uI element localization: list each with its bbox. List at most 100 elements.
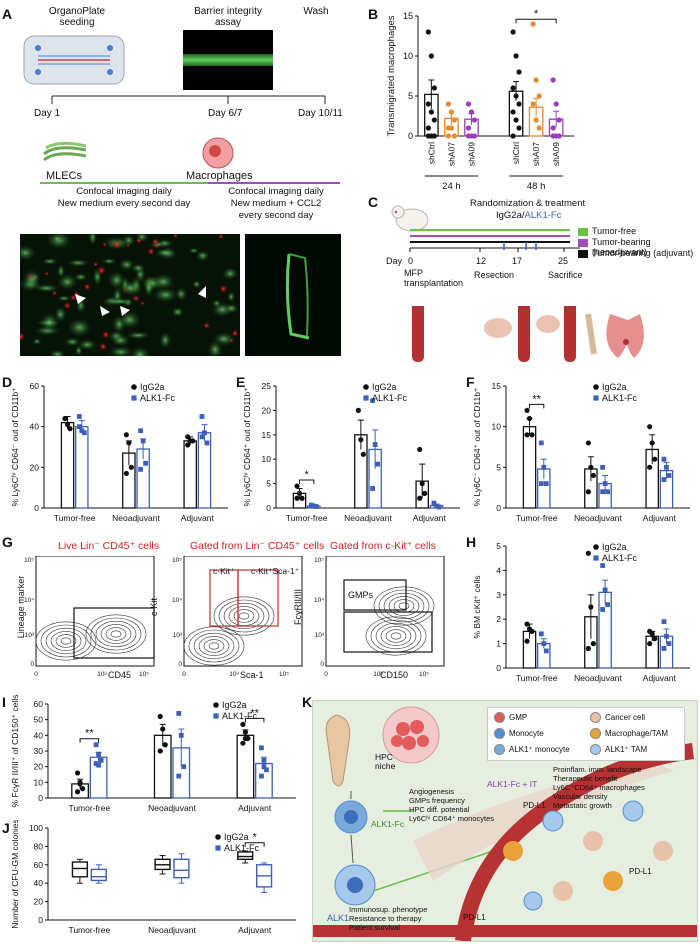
macrophage-icon <box>202 137 234 169</box>
axis-tick-label: 10⁵ <box>279 671 289 678</box>
axis-tick-label: 10³ <box>25 632 35 639</box>
y-tick-label: 20 <box>34 897 44 907</box>
contour-line <box>105 627 127 641</box>
significance-label: ** <box>85 728 94 740</box>
data-point <box>538 631 544 637</box>
y-tick-label: 60 <box>34 860 44 870</box>
g-xlabel-1: CD45 <box>108 670 132 680</box>
data-point <box>536 125 542 131</box>
data-point <box>513 53 519 59</box>
data-point <box>605 602 611 607</box>
y-tick-label: 80 <box>34 841 44 851</box>
axis-tick-label: 0 <box>178 661 182 668</box>
data-point <box>448 109 455 115</box>
y-tick-label: 20 <box>34 762 44 772</box>
data-point <box>434 503 439 509</box>
data-point <box>422 490 428 496</box>
data-point <box>242 729 248 735</box>
y-axis-label: % Ly6Cʰⁱ CD64⁺ out of CD11b⁺ <box>242 387 252 507</box>
axis-tick-label: 0 <box>182 671 186 678</box>
data-point <box>652 636 658 642</box>
data-point <box>600 464 606 470</box>
category-label: Tumor-free <box>516 513 558 523</box>
day-1: Day 1 <box>34 108 61 119</box>
data-point <box>510 109 516 115</box>
data-point <box>471 117 478 123</box>
data-point <box>516 125 522 131</box>
data-point <box>602 587 608 593</box>
axis-tick-label: 0 <box>30 661 34 668</box>
axis-tick-label: 0 <box>320 661 324 668</box>
data-point <box>185 434 191 440</box>
k-legend-label: Macrophage/TAM <box>605 729 668 738</box>
y-axis-label: Transmigrated macrophages <box>386 15 397 136</box>
k-alk1-effect-2: Resistance to therapy <box>349 914 422 923</box>
contour-line <box>398 602 410 610</box>
axis-tick-label: 10³ <box>373 671 383 678</box>
gate-cd45 <box>73 607 155 659</box>
k-alk1-label: ALK1 <box>327 913 350 923</box>
contour-line <box>183 626 245 666</box>
tumor-icon-2 <box>536 315 560 333</box>
contour-line <box>365 616 427 656</box>
data-point <box>585 440 591 446</box>
data-point <box>294 495 300 501</box>
legend-label: IgG2a <box>222 700 247 710</box>
bone-marrow-icon <box>325 714 351 787</box>
data-point <box>543 481 549 486</box>
g-xlabel-3: CD150 <box>380 670 409 680</box>
treatment-igg2a: IgG2a <box>496 210 522 221</box>
panel-letter-j: J <box>2 820 10 836</box>
data-point <box>372 442 378 447</box>
k-legend-item: ALK1⁺ TAM <box>590 744 647 755</box>
data-point <box>533 117 539 123</box>
data-point <box>77 781 83 787</box>
panel-letter-i: I <box>2 694 6 710</box>
axis-tick-label: 10⁴ <box>172 597 182 604</box>
group-tumor-free: Tumor-free <box>592 226 637 236</box>
data-point <box>602 481 608 486</box>
legend-label: ALK1-Fc <box>602 553 638 563</box>
bar <box>75 426 89 509</box>
category-label: Adjuvant <box>413 513 447 523</box>
data-point <box>160 726 166 732</box>
data-point <box>524 407 530 413</box>
data-point <box>661 619 667 625</box>
k-pdl1-3: PD-L1 <box>463 913 486 922</box>
data-point <box>550 133 556 139</box>
k-hpc-niche: HPC niche <box>375 752 396 771</box>
data-point <box>190 438 196 444</box>
data-point <box>128 464 134 470</box>
contour-line <box>60 637 72 645</box>
data-point <box>157 748 163 754</box>
k-effect-right-1: Proinflam. imm. landscape <box>553 765 642 774</box>
treatment-label: IgG2a/ALK1-Fc <box>496 210 562 221</box>
g-title-2: Gated from Lin⁻ CD45⁺ cells <box>190 540 325 552</box>
k-legend-item: Macrophage/TAM <box>590 728 668 739</box>
axis-tick-label: 10⁴ <box>314 597 324 604</box>
data-point <box>468 109 475 115</box>
organoplate-illustration <box>23 35 125 85</box>
data-point <box>296 490 303 496</box>
data-point <box>556 117 562 123</box>
day-0: 0 <box>408 256 414 266</box>
y-tick-label: 0 <box>266 503 271 513</box>
y-tick-label: 10 <box>34 777 44 787</box>
data-point <box>465 125 472 131</box>
g-ylabel-2: c-Kit <box>149 598 159 616</box>
significance-bracket <box>79 738 100 743</box>
data-point <box>516 69 522 75</box>
legend-marker <box>131 384 137 390</box>
k-effects-left: Angiogenesis GMPs frequency HPC diff. po… <box>409 787 494 823</box>
data-point <box>178 732 184 738</box>
data-point <box>76 414 82 419</box>
data-point <box>311 503 317 509</box>
contour-line <box>208 642 220 650</box>
data-point <box>666 641 672 646</box>
data-point <box>93 742 99 748</box>
category-label: shA07 <box>531 142 541 166</box>
k-legend-label: Cancer cell <box>605 713 646 722</box>
